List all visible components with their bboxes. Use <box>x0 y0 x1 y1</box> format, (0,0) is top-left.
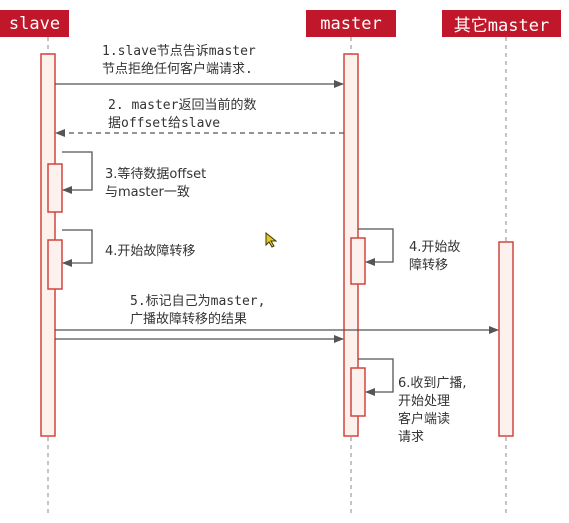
message-4-slave-label: 4.开始故障转移 <box>105 243 195 261</box>
message-6-label: 6.收到广播, 开始处理 客户端读 请求 <box>398 375 467 447</box>
message-3-line-2: 与master一致 <box>105 185 190 200</box>
participant-slave: slave <box>0 10 69 37</box>
activation-other-master <box>498 241 514 437</box>
arrow-msg-4-master <box>358 228 394 266</box>
activation-master-self-2 <box>350 367 366 417</box>
message-6-line-3: 客户端读 <box>398 412 451 427</box>
message-6-line-2: 开始处理 <box>398 394 451 409</box>
message-5-label: 5.标记自己为master, 广播故障转移的结果 <box>130 293 265 329</box>
message-2-line-1: 2. master返回当前的数 <box>108 98 257 113</box>
message-4-master-line-2: 障转移 <box>409 258 449 273</box>
arrow-msg-4-slave <box>62 229 93 267</box>
message-5-line-2: 广播故障转移的结果 <box>130 312 248 327</box>
message-3-label: 3.等待数据offset 与master一致 <box>105 166 206 202</box>
arrow-msg-3 <box>62 151 93 194</box>
message-2-label: 2. master返回当前的数 据offset给slave <box>108 97 256 133</box>
message-3-line-1: 3.等待数据offset <box>105 167 207 182</box>
message-4-slave-line-1: 4.开始故障转移 <box>105 244 196 259</box>
message-4-master-line-1: 4.开始故 <box>409 240 461 255</box>
message-6-line-4: 请求 <box>398 430 425 445</box>
message-1-line-1: 1.slave节点告诉master <box>102 44 256 59</box>
mouse-cursor-icon <box>265 232 278 248</box>
participant-other-master: 其它master <box>442 10 561 37</box>
activation-slave-self-1 <box>47 163 63 213</box>
message-1-line-2: 节点拒绝任何客户端请求. <box>102 62 253 77</box>
message-1-label: 1.slave节点告诉master 节点拒绝任何客户端请求. <box>102 43 256 79</box>
activation-slave-self-2 <box>47 239 63 290</box>
message-2-line-2: 据offset给slave <box>108 116 221 131</box>
arrow-msg-6 <box>358 358 394 396</box>
message-5-line-1: 5.标记自己为master, <box>130 294 266 309</box>
participant-master: master <box>306 10 396 37</box>
message-6-line-1: 6.收到广播, <box>398 376 467 391</box>
activation-master-self-1 <box>350 237 366 285</box>
message-4-master-label: 4.开始故 障转移 <box>409 239 460 275</box>
